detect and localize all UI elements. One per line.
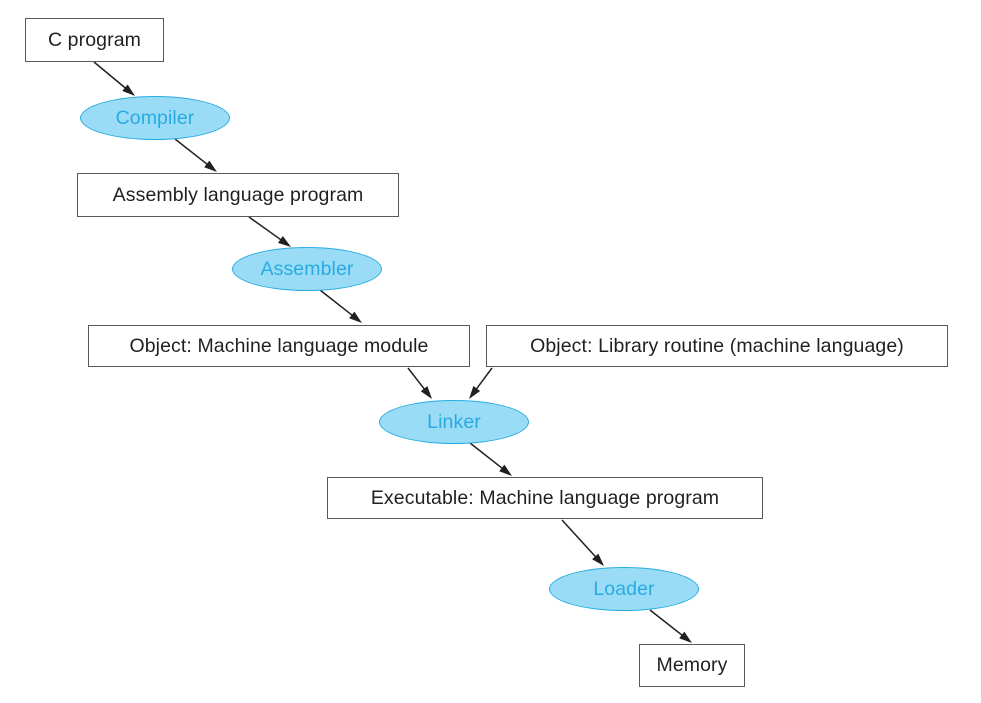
node-label-executable: Executable: Machine language program — [370, 486, 720, 509]
node-object-module[interactable]: Object: Machine language module — [88, 325, 470, 367]
arrow-c-program-to-compiler — [93, 61, 135, 96]
node-label-loader: Loader — [593, 577, 655, 600]
node-assembler[interactable]: Assembler — [232, 247, 382, 291]
node-label-memory: Memory — [656, 654, 728, 676]
node-label-object-module: Object: Machine language module — [129, 334, 429, 357]
node-linker[interactable]: Linker — [379, 400, 529, 444]
node-assembly-program[interactable]: Assembly language program — [77, 173, 399, 217]
node-compiler[interactable]: Compiler — [80, 96, 230, 140]
node-loader[interactable]: Loader — [549, 567, 699, 611]
arrow-assembly-program-to-assembler — [248, 216, 291, 247]
node-label-c-program: C program — [47, 28, 141, 51]
node-label-linker: Linker — [427, 410, 481, 433]
arrow-loader-to-memory — [649, 609, 692, 643]
node-label-assembly-program: Assembly language program — [112, 183, 364, 206]
node-memory[interactable]: Memory — [639, 644, 745, 687]
arrow-object-library-to-linker — [469, 367, 493, 399]
node-label-assembler: Assembler — [260, 257, 354, 280]
node-executable[interactable]: Executable: Machine language program — [327, 477, 763, 519]
node-label-object-library: Object: Library routine (machine languag… — [530, 334, 904, 357]
arrow-executable-to-loader — [561, 519, 604, 566]
node-c-program[interactable]: C program — [25, 18, 164, 62]
arrow-compiler-to-assembly-program — [174, 138, 217, 172]
arrow-linker-to-executable — [469, 442, 512, 476]
arrow-assembler-to-object-module — [319, 289, 362, 323]
node-label-compiler: Compiler — [115, 106, 195, 129]
arrow-object-module-to-linker — [407, 367, 432, 399]
node-object-library[interactable]: Object: Library routine (machine languag… — [486, 325, 948, 367]
